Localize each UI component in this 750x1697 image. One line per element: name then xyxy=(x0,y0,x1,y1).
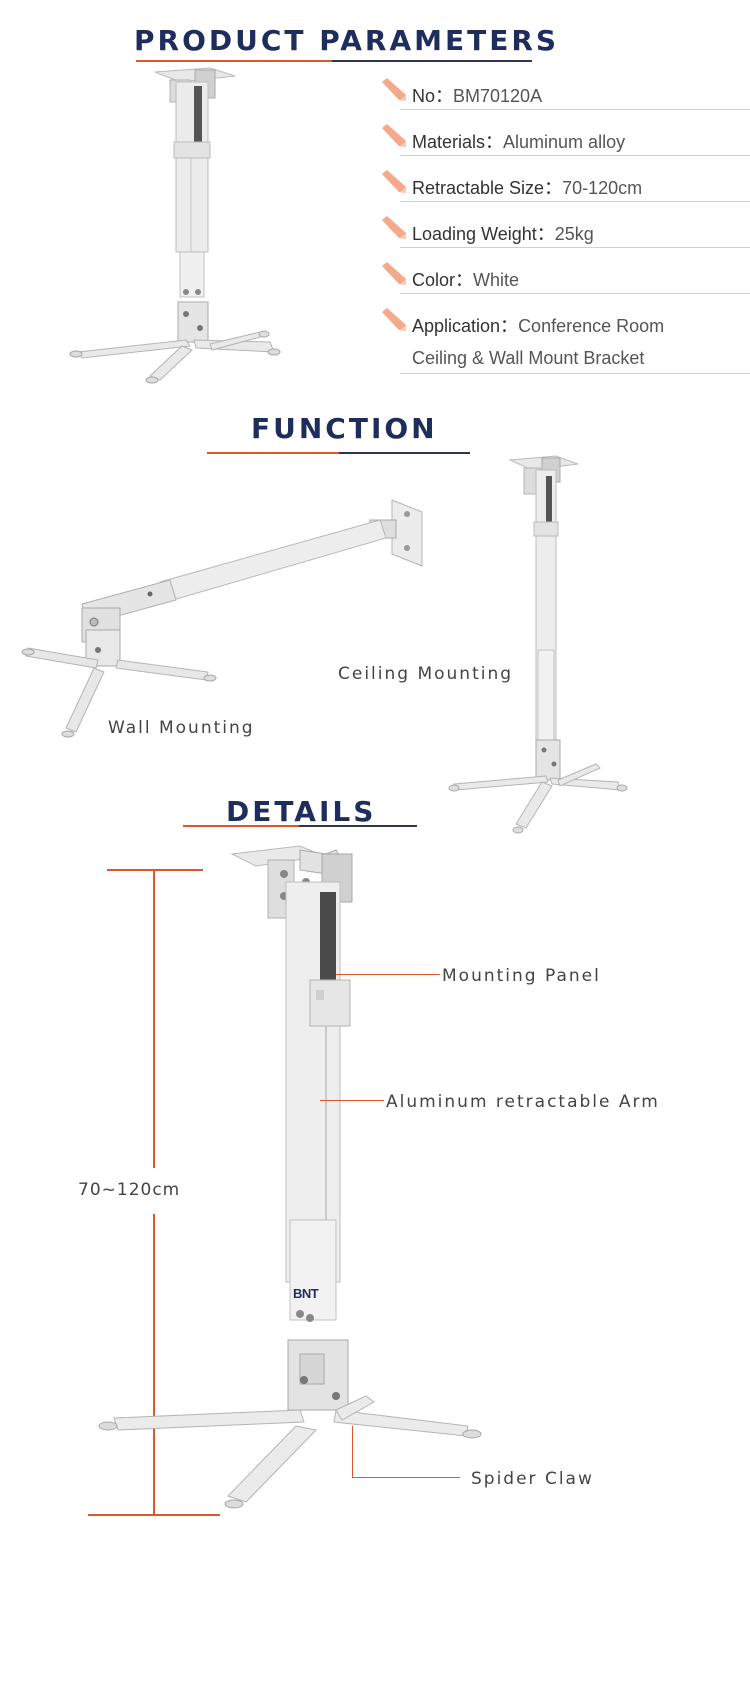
param-label: Application： xyxy=(412,316,519,336)
dimension-top-line xyxy=(107,869,203,871)
param-application-extra: Ceiling & Wall Mount Bracket xyxy=(412,348,645,368)
param-label: No： xyxy=(412,86,454,106)
wall-mount-image xyxy=(21,499,423,738)
function-title: FUNCTION xyxy=(251,412,438,445)
param-label: Color： xyxy=(412,270,474,290)
mounting-panel-label: Mounting Panel xyxy=(442,966,601,986)
param-row-no: No：BM70120A xyxy=(382,76,750,110)
pencil-icon xyxy=(382,262,406,285)
callout-line-arm xyxy=(320,1100,384,1101)
details-title-underline xyxy=(183,825,417,827)
callout-line-mounting-panel xyxy=(336,974,440,975)
dimension-label: 70~120cm xyxy=(78,1180,181,1200)
dimension-bottom-line xyxy=(88,1514,220,1516)
param-label: Retractable Size： xyxy=(412,178,563,198)
function-title-underline xyxy=(207,452,470,454)
wall-mounting-label: Wall Mounting xyxy=(108,718,255,738)
ceiling-bracket-image xyxy=(69,67,281,384)
param-value: White xyxy=(473,270,520,290)
param-value: Aluminum alloy xyxy=(503,132,626,152)
parameters-title: PRODUCT PARAMETERS xyxy=(134,24,560,57)
ceiling-mount-image xyxy=(448,455,628,834)
ceiling-mounting-label: Ceiling Mounting xyxy=(338,664,514,684)
brand-logo: BNT xyxy=(293,1286,319,1301)
pencil-icon xyxy=(382,308,406,331)
retractable-arm-label: Aluminum retractable Arm xyxy=(386,1092,660,1112)
pencil-icon xyxy=(382,124,406,147)
param-value: 70-120cm xyxy=(562,178,643,198)
param-value: 25kg xyxy=(554,224,594,244)
bracket-detail-image xyxy=(98,845,482,1509)
param-label: Materials： xyxy=(412,132,504,152)
param-value: Conference Room xyxy=(518,316,665,336)
param-label: Loading Weight： xyxy=(412,224,555,244)
pencil-icon xyxy=(382,78,406,101)
dimension-vertical-line-top xyxy=(153,870,155,1168)
spider-claw-label: Spider Claw xyxy=(471,1469,594,1489)
param-row-retractable-size: Retractable Size：70-120cm xyxy=(382,168,750,202)
callout-line-spider-vertical xyxy=(352,1426,353,1478)
dimension-vertical-line-bottom xyxy=(153,1214,155,1516)
param-row-color: Color：White xyxy=(382,260,750,294)
param-value: BM70120A xyxy=(453,86,543,106)
param-row-application: Application：Conference Room xyxy=(382,306,750,340)
details-title: DETAILS xyxy=(226,795,377,828)
divider xyxy=(400,373,750,374)
param-row-materials: Materials：Aluminum alloy xyxy=(382,122,750,156)
callout-line-spider-horizontal xyxy=(352,1477,460,1478)
param-row-loading-weight: Loading Weight：25kg xyxy=(382,214,750,248)
parameters-title-underline xyxy=(136,60,532,62)
pencil-icon xyxy=(382,216,406,239)
pencil-icon xyxy=(382,170,406,193)
